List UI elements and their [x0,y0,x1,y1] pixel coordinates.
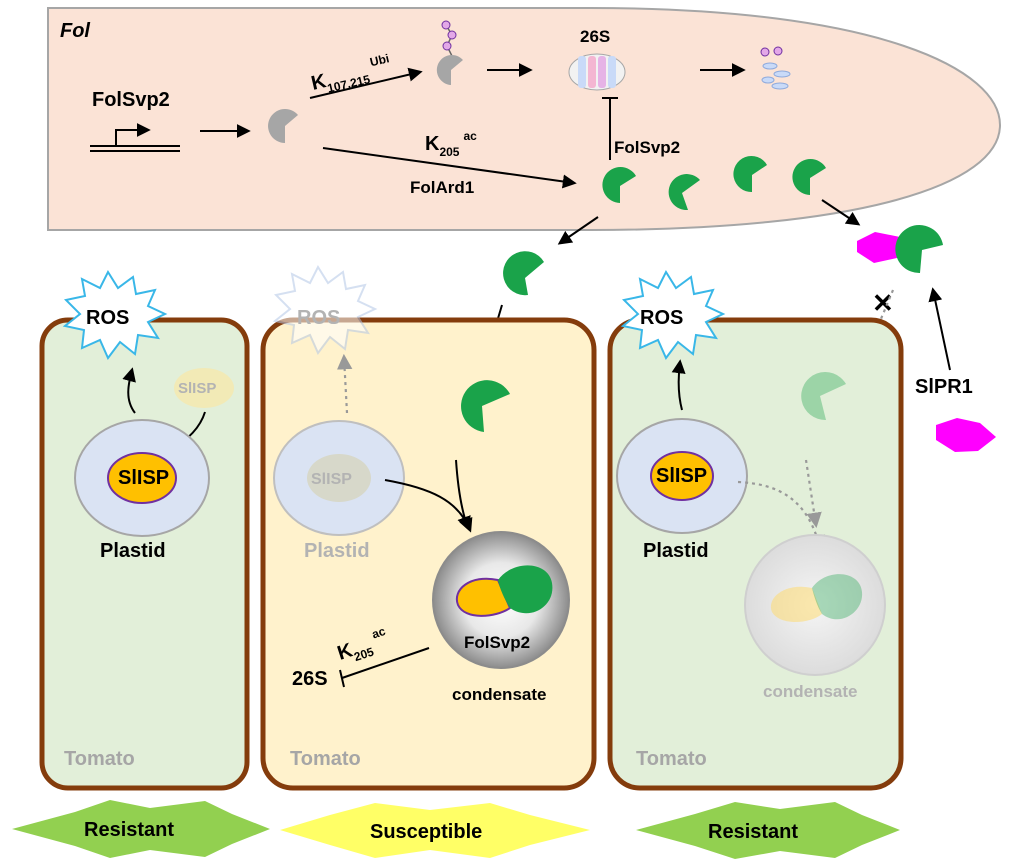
secreted-effector-icon [503,251,544,296]
cytoplasmic-effector-icon [461,380,510,432]
plastid-label: Plastid [304,540,370,562]
host-label: Tomato [636,748,707,770]
slisp-label: SlISP [118,467,169,489]
faded-effector-icon [801,372,846,421]
gene-label: FolSvp2 [92,89,170,111]
receptor-label: SlPR1 [915,376,973,398]
proteasome-label: 26S [292,668,328,690]
plastid-label: Plastid [643,540,709,562]
condensate-label: condensate [763,682,857,701]
nascent-effector-icon [268,109,298,143]
proteasome-inhibition-line [602,97,618,160]
outcome-badge-susceptible [280,803,590,858]
ubiquitinated-effector-icon [436,55,463,85]
depleted-slisp-icon [307,454,371,502]
condensate-label: condensate [452,685,546,704]
faded-slisp-in-condensate [770,586,822,622]
ubiquitin-chain-icon [441,20,457,59]
outcome-badge-resistant-2 [636,802,900,859]
effector-in-condensate [498,565,553,614]
ros-burst-icon [620,269,726,360]
suppressed-ros-label: ROS [297,307,340,329]
suppressed-ros-arrow [336,353,353,414]
degraded-peptides-icon [760,46,791,90]
slisp-in-plastid [107,452,177,504]
acetylated-effector-icon [602,167,636,203]
binding-block-icon: ✕ [872,288,894,318]
ros-production-arrow [122,367,136,414]
acetylated-effector-icon [668,174,700,211]
slisp-label: SlISP [311,471,352,488]
acetylation-arrow [322,147,577,189]
secretion-arrow [557,216,599,245]
slisp-to-condensate-arrow [384,479,473,533]
acetylated-effector-icon [733,156,767,193]
ubiquitination-arrow [309,67,423,99]
slisp-in-plastid [650,451,714,501]
outcome-label: Resistant [708,821,798,843]
ros-label: ROS [640,307,683,329]
condensate-protein-label: FolSvp2 [464,633,530,652]
ros-burst-icon [62,269,168,360]
blocked-condensation-arrow [737,480,825,551]
bound-effector-icon [895,225,943,274]
fungal-hypha [47,7,1002,231]
effector-pr1-complex-icon [857,232,900,263]
secretion-arrow-apoplast [821,199,861,226]
proteasome-label: 26S [580,27,610,46]
slisp-in-condensate [455,577,512,617]
plastid-label: Plastid [100,540,166,562]
free-slisp-label: SlISP [178,380,216,397]
pr1-binding-arrow [928,287,951,371]
gene-icon [90,123,180,152]
ac-site-label: K205ac [425,129,477,159]
condensate-proteasome-inhibition [339,647,430,688]
outcome-label: Susceptible [370,821,482,843]
fungus-name: Fol [60,20,90,42]
suppressed-ros-icon [272,264,378,355]
pr1-icon [936,418,996,452]
ros-label: ROS [86,307,129,329]
outcome-badge-resistant-1 [12,800,270,858]
host-label: Tomato [290,748,361,770]
acetylated-effector-icon [792,159,826,195]
ros-production-arrow [671,359,686,411]
acetyltransferase-label: FolArd1 [410,178,474,197]
effector-label: FolSvp2 [614,138,680,157]
outcome-label: Resistant [84,819,174,841]
proteasome-icon [568,53,626,91]
host-label: Tomato [64,748,135,770]
faded-effector-in-condensate [812,574,863,620]
free-slisp-icon [174,368,234,408]
slisp-label: SlISP [656,465,707,487]
